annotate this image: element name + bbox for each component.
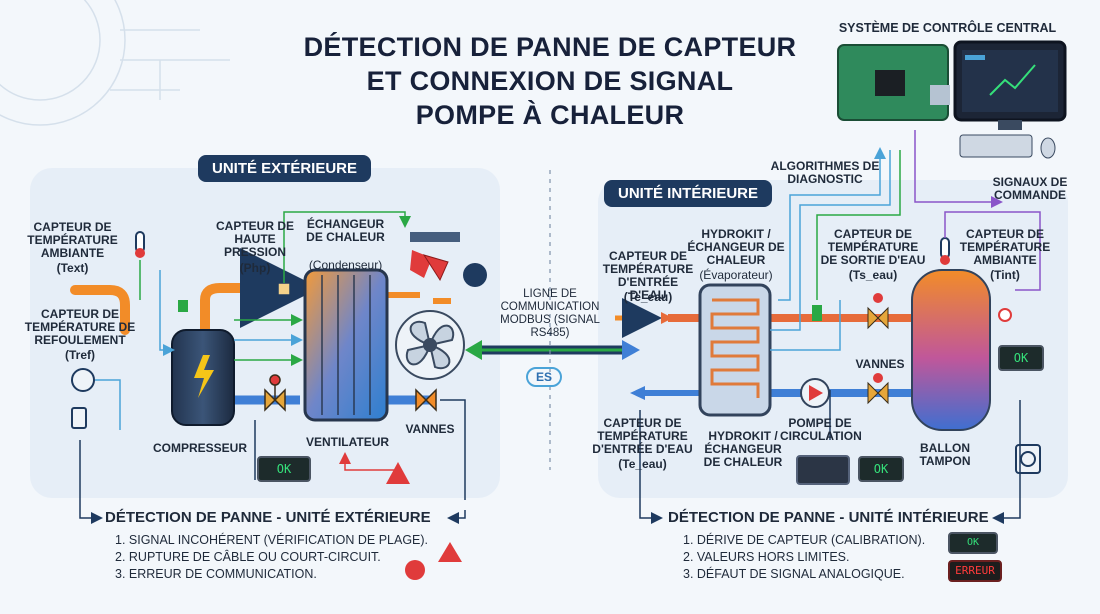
water-out-sensor-symbol: (Ts_eau)	[848, 268, 898, 282]
control-system-title: SYSTÈME DE CONTRÔLE CENTRAL	[838, 21, 1057, 35]
ambient-sensor-label: CAPTEUR DE TEMPÉRATURE AMBIANTE	[27, 220, 118, 260]
title-line-2: ET CONNEXION DE SIGNAL	[366, 66, 734, 96]
decor-circuit	[0, 0, 230, 126]
fault-indoor-item: 2. VALEURS HORS LIMITES.	[683, 550, 850, 564]
indoor-ok-display-bottom: OK	[858, 456, 904, 482]
fault-outdoor-item: 3. ERREUR DE COMMUNICATION.	[115, 567, 317, 581]
pressure-sensor-label: CAPTEUR DE HAUTE PRESSION	[215, 219, 294, 259]
exchanger-sub-label: (Condenseur)	[308, 258, 383, 272]
error-circle-icon	[405, 560, 425, 580]
indoor-ok-display-right: OK	[998, 345, 1044, 371]
fault-indoor-item: 1. DÉRIVE DE CAPTEUR (CALIBRATION).	[683, 533, 926, 547]
tank-label: BALLON TAMPON	[919, 441, 971, 468]
fan-label: VENTILATEUR	[305, 435, 390, 449]
ambient-sensor-symbol: (Text)	[56, 261, 89, 275]
fault-indoor-title: DÉTECTION DE PANNE - UNITÉ INTÉRIEURE	[668, 509, 989, 526]
exchanger-label: ÉCHANGEUR DE CHALEUR	[306, 217, 385, 244]
page-title: DÉTECTION DE PANNE DE CAPTEUR ET CONNEXI…	[250, 30, 850, 132]
indoor-ambient-sensor-label: CAPTEUR DE TEMPÉRATURE AMBIANTE	[959, 227, 1051, 267]
fault-outdoor-list: 1. SIGNAL INCOHÉRENT (VÉRIFICATION DE PL…	[115, 532, 428, 583]
fault-indoor-list: 1. DÉRIVE DE CAPTEUR (CALIBRATION). 2. V…	[683, 532, 925, 583]
water-in-sensor-label-2: CAPTEUR DE TEMPÉRATURE D'ENTRÉE D'EAU	[592, 416, 693, 456]
signals-label: SIGNAUX DE COMMANDE	[992, 175, 1068, 202]
pump-label: POMPE DE CIRCULATION	[780, 416, 862, 443]
fault-outdoor-item: 1. SIGNAL INCOHÉRENT (VÉRIFICATION DE PL…	[115, 533, 429, 547]
water-in-sensor-symbol: (Te_eau)	[623, 290, 673, 304]
modbus-label: LIGNE DE COMMUNICATION MODBUS (SIGNAL RS…	[500, 288, 600, 339]
fault-indoor-item: 3. DÉFAUT DE SIGNAL ANALOGIQUE.	[683, 567, 905, 581]
warning-triangle-icon	[438, 542, 462, 562]
hydrokit-top-label: HYDROKIT / ÉCHANGEUR DE CHALEUR	[687, 227, 785, 267]
discharge-sensor-symbol: (Tref)	[65, 348, 95, 362]
fault-indoor-ok-display: OK	[948, 532, 998, 554]
compressor-label: COMPRESSEUR	[152, 441, 247, 455]
pump-controller-display	[796, 455, 850, 485]
pressure-sensor-symbol: (Php)	[239, 261, 271, 275]
title-line-1: DÉTECTION DE PANNE DE CAPTEUR	[303, 32, 797, 62]
hydrokit-bottom-label: HYDROKIT / ÉCHANGEUR DE CHALEUR	[703, 429, 783, 469]
modbus-signal-icon: ES	[526, 367, 563, 387]
hydrokit-top-sub-label: (Évaporateur)	[699, 268, 773, 282]
fault-outdoor-item: 2. RUPTURE DE CÂBLE OU COURT-CIRCUIT.	[115, 550, 381, 564]
discharge-sensor-label: CAPTEUR DE TEMPÉRATURE DE REFOULEMENT	[24, 307, 136, 347]
indoor-header: UNITÉ INTÉRIEURE	[604, 180, 773, 207]
fault-outdoor-title: DÉTECTION DE PANNE - UNITÉ EXTÉRIEURE	[105, 509, 431, 526]
algorithms-label: ALGORITHMES DE DIAGNOSTIC	[770, 159, 880, 186]
water-out-sensor-label: CAPTEUR DE TEMPÉRATURE DE SORTIE D'EAU	[820, 227, 926, 267]
outdoor-header: UNITÉ EXTÉRIEURE	[198, 155, 372, 182]
fault-indoor-error-display: ERREUR	[948, 560, 1002, 582]
water-in-sensor-symbol-2: (Te_eau)	[618, 457, 667, 471]
water-in-sensor-label: CAPTEUR DE TEMPÉRATURE D'ENTRÉE D'EAU	[602, 249, 694, 302]
indoor-valves-label: VANNES	[855, 357, 905, 371]
outdoor-valves-label: VANNES	[405, 422, 455, 436]
indoor-ambient-sensor-symbol: (Tint)	[990, 268, 1020, 282]
title-line-3: POMPE À CHALEUR	[415, 100, 685, 130]
outdoor-ok-display: OK	[257, 456, 311, 482]
